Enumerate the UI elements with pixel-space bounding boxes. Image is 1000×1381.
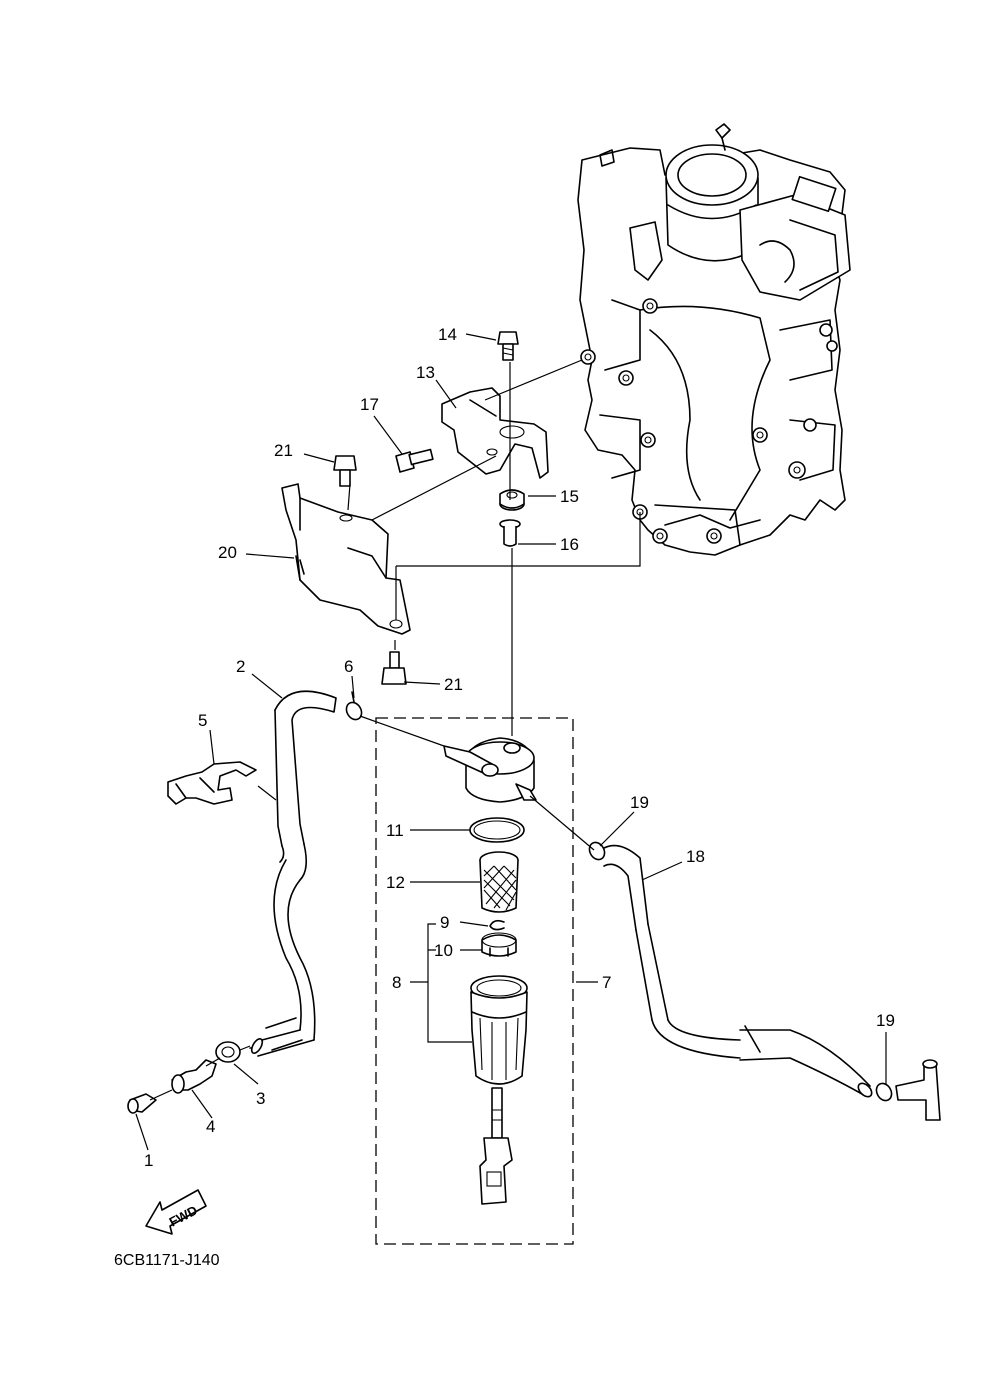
callout-11: 11 (386, 821, 404, 840)
cover-20 (281, 483, 411, 635)
callout-1: 1 (144, 1151, 153, 1170)
callout-leaders (135, 333, 887, 1151)
callout-7: 7 (602, 973, 611, 992)
plug-1 (127, 1093, 157, 1114)
callout-16: 16 (560, 535, 579, 554)
callout-17: 17 (360, 395, 379, 414)
element-12 (479, 851, 519, 913)
callout-19-b: 19 (876, 1011, 895, 1030)
fwd-arrow-icon: FWD (145, 1189, 207, 1235)
assembly-lines (149, 359, 641, 1101)
t-joint (895, 1059, 941, 1121)
callout-2: 2 (236, 657, 245, 676)
callout-5: 5 (198, 711, 207, 730)
engine-block (577, 123, 851, 556)
bolt-17 (395, 448, 434, 473)
bolt-21-top (333, 455, 357, 487)
clip-5 (167, 761, 257, 805)
callout-21-top: 21 (274, 441, 293, 460)
grommet-15 (499, 489, 525, 511)
clamp-6 (345, 691, 363, 721)
callout-20: 20 (218, 543, 237, 562)
callout-15: 15 (560, 487, 579, 506)
fitting-3 (215, 1041, 241, 1063)
union-4 (171, 1059, 217, 1094)
clip-9 (489, 919, 505, 931)
hose-2 (249, 690, 337, 1057)
filter-cup-8 (470, 975, 528, 1205)
callout-13: 13 (416, 363, 435, 382)
bolt-21-bottom (381, 651, 407, 685)
callout-21-bottom: 21 (444, 675, 463, 694)
filter-head (443, 737, 537, 803)
bolt-14 (497, 331, 519, 361)
callout-18: 18 (686, 847, 705, 866)
callout-3: 3 (256, 1089, 265, 1108)
float-10 (481, 932, 517, 957)
assembly-7-box (375, 717, 574, 1245)
callout-9: 9 (440, 913, 449, 932)
callout-10: 10 (434, 941, 453, 960)
callout-8: 8 (392, 973, 401, 992)
callout-14: 14 (438, 325, 457, 344)
o-ring-11 (469, 817, 525, 843)
bracket-13 (441, 387, 549, 479)
hose-18 (588, 841, 893, 1102)
callout-12: 12 (386, 873, 405, 892)
diagram-code: 6CB1171-J140 (114, 1252, 220, 1269)
callout-4: 4 (206, 1117, 215, 1136)
collar-16 (499, 519, 521, 547)
callout-19-a: 19 (630, 793, 649, 812)
callout-labels: 14 13 17 21 15 16 20 21 2 6 5 11 12 9 10… (144, 325, 895, 1170)
callout-6: 6 (344, 657, 353, 676)
